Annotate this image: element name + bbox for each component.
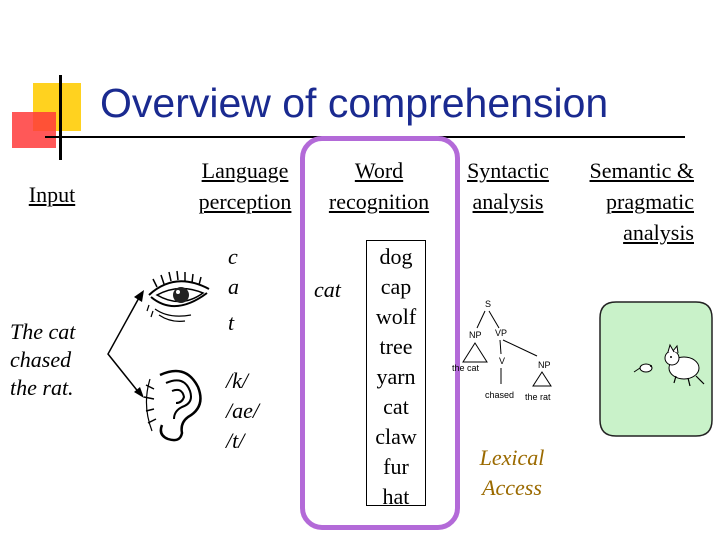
lexicon-list: dog cap wolf tree yarn cat claw fur hat: [366, 240, 426, 509]
header-language-perception: Language perception: [185, 155, 305, 217]
lexicon-item: hat: [382, 484, 410, 509]
tree-leaf-v: chased: [485, 390, 514, 400]
arrow-head-eye: [134, 290, 144, 302]
sentence-line: the rat.: [10, 375, 74, 400]
lexicon-item: yarn: [376, 364, 416, 389]
rat-figure: [633, 363, 653, 373]
lexicon-item: dog: [379, 244, 413, 269]
header-line: perception: [198, 189, 292, 214]
lexicon-item: tree: [379, 334, 413, 359]
tree-edge: [499, 339, 502, 355]
eye-icon: [146, 270, 210, 322]
letter-column: c a t: [228, 242, 239, 338]
lexical-line: Access: [482, 475, 542, 500]
recognized-word: cat: [314, 277, 341, 302]
tree-edge: [502, 339, 538, 357]
scene-icon: [599, 301, 713, 437]
tree-node-np: NP: [469, 330, 482, 340]
tree-node-s: S: [485, 299, 491, 309]
phoneme: /t/: [226, 428, 245, 453]
header-line: Syntactic: [467, 158, 549, 183]
header-line: Language: [201, 158, 289, 183]
letter: a: [228, 274, 239, 299]
input-arrows: [107, 290, 144, 398]
input-sentence: The cat chased the rat.: [10, 318, 75, 402]
header-line: analysis: [472, 189, 544, 214]
tree-leaf-np2: the rat: [525, 392, 551, 402]
header-input: Input: [28, 182, 76, 207]
lexicon-item: fur: [383, 454, 409, 479]
page-title: Overview of comprehension: [100, 80, 609, 126]
phoneme: /k/: [226, 368, 248, 393]
parse-tree: S NP VP V NP the cat chased the rat: [452, 299, 552, 402]
tree-edge: [488, 310, 500, 329]
tree-triangle-np2: [532, 371, 552, 387]
phoneme-column: /k/ /ae/ /t/: [226, 366, 259, 456]
sentence-line: chased: [10, 347, 72, 372]
header-line: Word: [354, 158, 404, 183]
tree-leaf-np: the cat: [452, 363, 480, 373]
tree-node-vp: VP: [495, 328, 507, 338]
header-line: Semantic &: [589, 158, 694, 183]
lexicon-item: cat: [383, 394, 409, 419]
accent-vertical-line: [59, 75, 62, 160]
cat-figure: [664, 343, 705, 387]
sentence-line: The cat: [10, 319, 76, 344]
word-recognition-highlight: [300, 136, 460, 530]
lexicon-item: claw: [375, 424, 417, 449]
arrow-head-ear: [134, 387, 144, 398]
header-semantic-pragmatic: Semantic & pragmatic analysis: [568, 155, 694, 248]
tree-node-np2: NP: [538, 360, 551, 370]
header-syntactic-analysis: Syntactic analysis: [456, 155, 560, 217]
lexicon-item: wolf: [375, 304, 417, 329]
accent-square-red: [12, 112, 56, 148]
letter: c: [228, 244, 238, 269]
arrow-lines: [107, 295, 141, 395]
lexical-line: Lexical: [479, 445, 545, 470]
letter: t: [228, 310, 235, 335]
ear-icon: [143, 369, 202, 442]
lexicon-item: cap: [380, 274, 412, 299]
tree-node-v: V: [499, 356, 505, 366]
header-line: recognition: [328, 189, 430, 214]
tree-triangle-np: [462, 342, 488, 363]
lexical-access-label: Lexical Access: [462, 443, 562, 503]
header-word-recognition: Word recognition: [318, 155, 440, 217]
header-line: analysis: [623, 220, 694, 245]
phoneme: /ae/: [226, 398, 259, 423]
tree-edge: [476, 310, 486, 329]
header-line: pragmatic: [606, 189, 694, 214]
